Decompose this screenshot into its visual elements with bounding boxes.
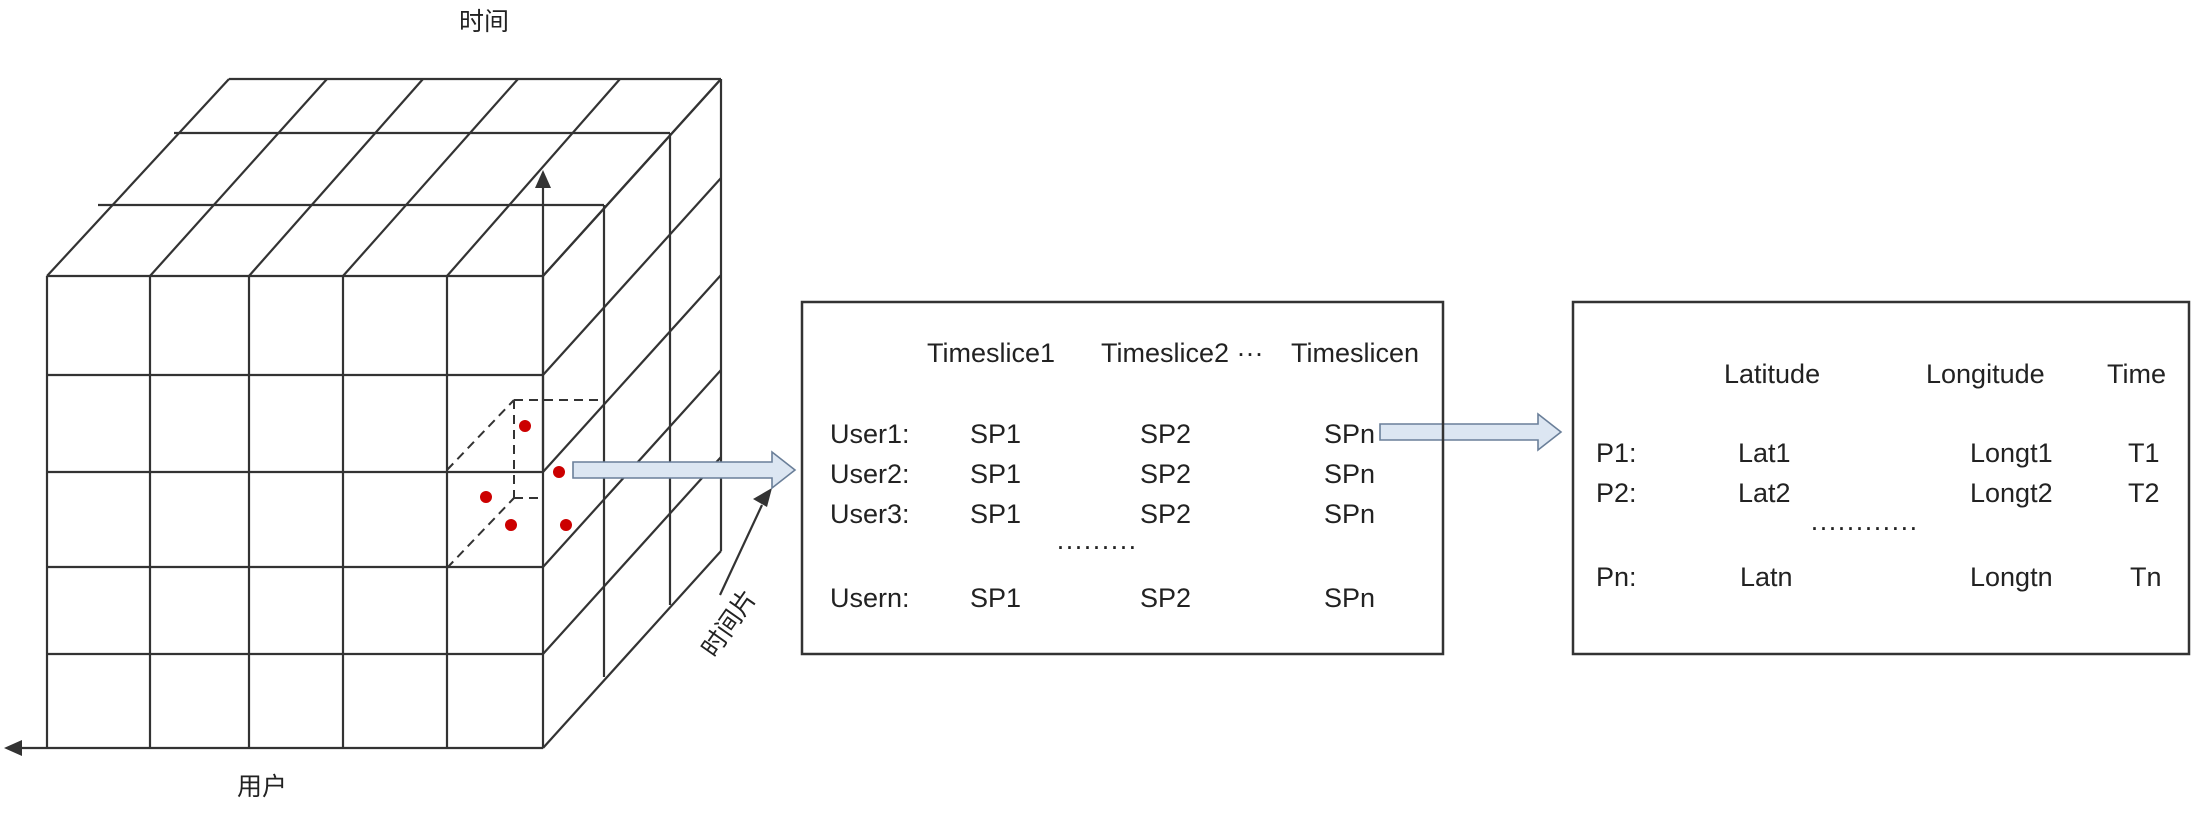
top-depth-line (446, 78, 621, 277)
side-depth-line (542, 78, 722, 277)
table-row: Usern: SP1 SP2 SPn (830, 583, 1375, 613)
cell: T1 (2128, 438, 2160, 468)
cell: Longt1 (1970, 438, 2053, 468)
data-cube (45, 77, 723, 750)
row-label: P1: (1596, 438, 1637, 468)
table-row: P2: Lat2 Longt2 T2 (1596, 478, 2160, 508)
cell: Latn (1740, 562, 1793, 592)
cell: SPn (1324, 583, 1375, 613)
red-point (505, 519, 517, 531)
cell: SP1 (970, 583, 1021, 613)
row-label: P2: (1596, 478, 1637, 508)
arrow-up-icon (535, 170, 551, 188)
row-label: Pn: (1596, 562, 1637, 592)
table-row: P1: Lat1 Longt1 T1 (1596, 438, 2160, 468)
table-row: User3: SP1 SP2 SPn (830, 499, 1375, 529)
point-table-box (1571, 300, 2191, 656)
side-depth-line (542, 550, 722, 749)
cell: SP1 (970, 459, 1021, 489)
cell: SP1 (970, 419, 1021, 449)
red-point (553, 466, 565, 478)
axis-label-time: 时间 (459, 8, 509, 36)
table-ellipsis: ············ (1810, 512, 1918, 542)
axis-label-user: 用户 (237, 773, 287, 801)
header-timeslice2: Timeslice2 ··· (1101, 338, 1264, 368)
arrow-left-icon (4, 740, 22, 756)
side-depth-line (542, 456, 722, 655)
cell: SP2 (1140, 459, 1191, 489)
side-depth-line (542, 274, 722, 473)
table-row: Pn: Latn Longtn Tn (1596, 562, 2162, 592)
header-latitude: Latitude (1724, 359, 1820, 389)
dashed-sub-cube (446, 399, 605, 569)
cell: SPn (1324, 419, 1375, 449)
cell: T2 (2128, 478, 2160, 508)
axis-arrows (4, 170, 772, 756)
row-label: Usern: (830, 583, 910, 613)
table-row: User2: SP1 SP2 SPn (830, 459, 1375, 489)
header-time: Time (2107, 359, 2166, 389)
red-point (480, 491, 492, 503)
row-label: User1: (830, 419, 910, 449)
arrow-diagonal-icon (753, 488, 772, 507)
table-row: User1: SP1 SP2 SPn (830, 419, 1375, 449)
flow-arrow-table-to-points (1379, 412, 1563, 452)
top-depth-line (46, 78, 230, 277)
row-label: User3: (830, 499, 910, 529)
cell: Lat1 (1738, 438, 1791, 468)
timeslice-table: Timeslice1 Timeslice2 ··· Timeslicen Use… (830, 338, 1419, 613)
cell: Tn (2130, 562, 2162, 592)
cell: SP2 (1140, 419, 1191, 449)
top-depth-line (149, 78, 328, 277)
cell: SPn (1324, 459, 1375, 489)
cell: SPn (1324, 499, 1375, 529)
flow-arrow-cube-to-table (572, 450, 797, 490)
row-label: User2: (830, 459, 910, 489)
cell: Longt2 (1970, 478, 2053, 508)
top-depth-line (342, 78, 519, 277)
cell: SP2 (1140, 499, 1191, 529)
point-table: Latitude Longitude Time P1: Lat1 Longt1 … (1596, 359, 2166, 592)
header-longitude: Longitude (1926, 359, 2045, 389)
header-timeslicen: Timeslicen (1291, 338, 1419, 368)
header-timeslice1: Timeslice1 (927, 338, 1055, 368)
red-point (560, 519, 572, 531)
cell: SP2 (1140, 583, 1191, 613)
timeslice-table-box (800, 300, 1445, 656)
cell: SP1 (970, 499, 1021, 529)
table-ellipsis: ········· (1056, 531, 1137, 561)
axis-label-timeslice: 时间片 (696, 585, 762, 663)
top-depth-line (248, 78, 424, 277)
cell: Longtn (1970, 562, 2053, 592)
trajectory-points (480, 420, 572, 531)
cell: Lat2 (1738, 478, 1791, 508)
side-depth-line (542, 177, 722, 376)
red-point (519, 420, 531, 432)
